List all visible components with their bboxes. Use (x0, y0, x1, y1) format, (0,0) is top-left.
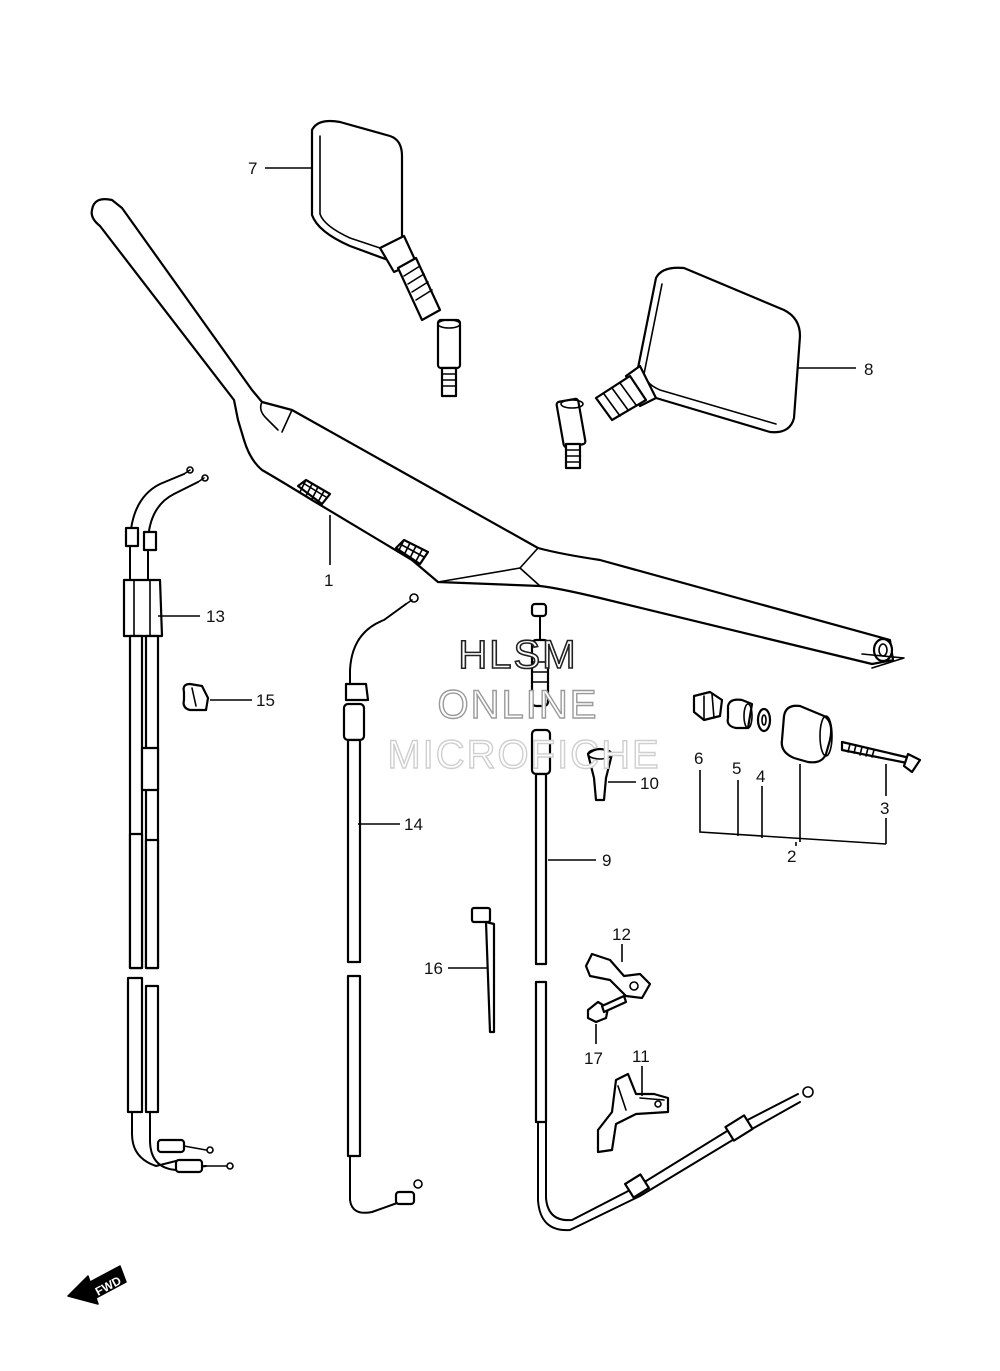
callout-1[interactable]: 1 (324, 571, 333, 590)
callout-6[interactable]: 6 (694, 749, 703, 768)
mark-arrow (861, 653, 905, 669)
damper-sleeve[interactable] (726, 698, 754, 730)
callout-8[interactable]: 8 (864, 360, 873, 379)
callout-11[interactable]: 11 (632, 1047, 650, 1066)
bar-end-nut[interactable] (692, 690, 724, 722)
grip-knurl-right (394, 538, 430, 566)
callout-4[interactable]: 4 (756, 767, 765, 786)
cable-boot[interactable] (586, 747, 614, 802)
callout-17[interactable]: 17 (584, 1049, 603, 1068)
throttle-cable-assembly[interactable] (122, 466, 234, 1174)
watermark: HLSM ONLINE MICROFICHE (387, 632, 660, 778)
watermark-line2: ONLINE (438, 683, 599, 727)
middle-cable[interactable] (342, 593, 423, 1214)
balancer-weight[interactable] (780, 704, 833, 764)
watermark-line1: HLSM (458, 633, 577, 677)
callout-12[interactable]: 12 (612, 925, 631, 944)
bracket-bolt[interactable] (586, 994, 628, 1024)
forward-direction-badge: FWD (67, 1265, 127, 1305)
mirror-left[interactable] (310, 119, 462, 398)
watermark-line3: MICROFICHE (387, 733, 660, 777)
callout-16[interactable]: 16 (424, 959, 443, 978)
balancer-screw[interactable] (840, 740, 922, 774)
leader-lines (158, 167, 887, 1096)
clutch-cable[interactable] (530, 602, 814, 1232)
mirror-right[interactable] (555, 266, 802, 470)
callout-10[interactable]: 10 (640, 774, 659, 793)
callout-9[interactable]: 9 (602, 851, 611, 870)
callout-15[interactable]: 15 (256, 691, 275, 710)
callout-5[interactable]: 5 (732, 759, 741, 778)
callout-labels: 1 2 3 4 5 6 7 8 9 10 11 12 13 14 15 16 1… (206, 159, 889, 1068)
cable-tie[interactable] (470, 906, 496, 1034)
washer[interactable] (756, 707, 772, 733)
callout-2[interactable]: 2 (787, 847, 796, 866)
callout-7[interactable]: 7 (248, 159, 257, 178)
callout-13[interactable]: 13 (206, 607, 225, 626)
cable-clamp[interactable] (182, 682, 210, 712)
handlebar[interactable] (90, 198, 895, 666)
cable-bracket[interactable] (584, 952, 652, 1000)
cable-holder[interactable] (596, 1072, 670, 1154)
callout-3[interactable]: 3 (880, 799, 889, 818)
callout-14[interactable]: 14 (404, 815, 423, 834)
grip-knurl-left (296, 478, 332, 506)
